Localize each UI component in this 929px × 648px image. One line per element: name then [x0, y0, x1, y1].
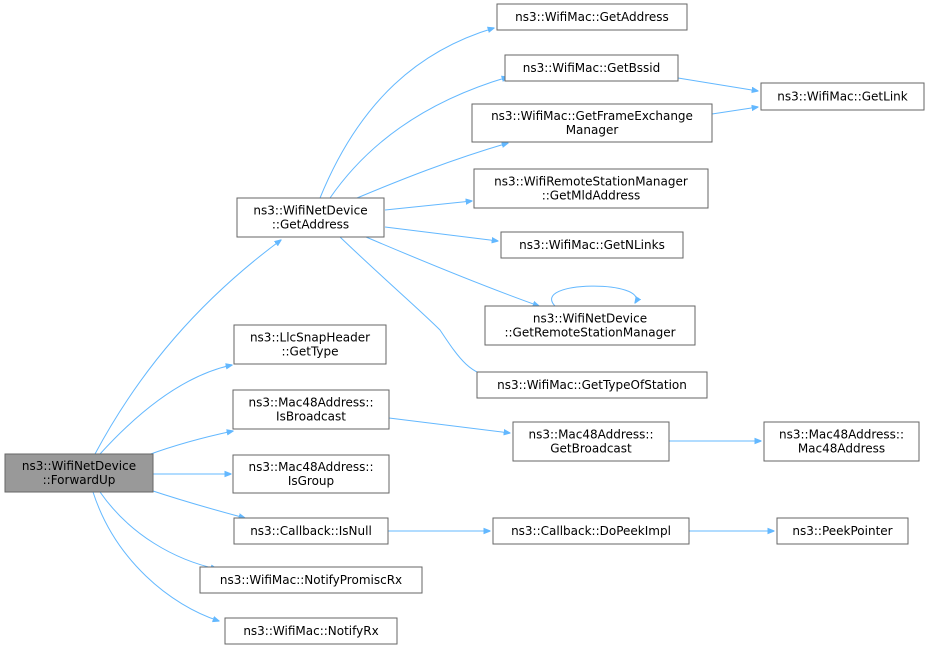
node-label: GetBroadcast — [550, 442, 632, 456]
node-label: ns3::Mac48Address:: — [248, 396, 373, 410]
node-box — [232, 389, 390, 430]
node-box — [760, 82, 925, 111]
node-callback-isnull[interactable]: ns3::Callback::IsNull — [233, 517, 389, 545]
node-label: ns3::WifiRemoteStationManager — [494, 175, 688, 189]
node-box — [476, 371, 708, 399]
node-mac-notifyrx[interactable]: ns3::WifiMac::NotifyRx — [224, 617, 398, 645]
node-label: ::GetAddress — [272, 218, 349, 232]
node-peekpointer[interactable]: ns3::PeekPointer — [776, 517, 909, 545]
node-label: ns3::WifiMac::NotifyRx — [243, 624, 378, 638]
node-mac-notifypromiscrx[interactable]: ns3::WifiMac::NotifyPromiscRx — [199, 566, 423, 594]
node-mac48-isgroup[interactable]: ns3::Mac48Address::IsGroup — [232, 454, 390, 494]
node-box — [500, 231, 684, 259]
node-mac48-ctor[interactable]: ns3::Mac48Address::Mac48Address — [763, 421, 920, 462]
edge-wnd-getaddress-to-mac-getframeexchange — [356, 143, 508, 199]
node-label: ::GetMldAddress — [542, 189, 641, 203]
node-wnd-getrsm[interactable]: ns3::WifiNetDevice::GetRemoteStationMana… — [484, 305, 696, 346]
node-wnd-getaddress[interactable]: ns3::WifiNetDevice::GetAddress — [236, 197, 385, 238]
node-label: ::GetRemoteStationManager — [504, 326, 675, 340]
node-label: ns3::Callback::IsNull — [250, 524, 372, 538]
node-llc-gettype[interactable]: ns3::LlcSnapHeader::GetType — [233, 324, 387, 365]
node-mac-gettypeofstation[interactable]: ns3::WifiMac::GetTypeOfStation — [476, 371, 708, 399]
edge-wnd-getrsm-to-wnd-getrsm — [551, 285, 637, 307]
edge-mac-getframeexchange-to-mac-getlink — [711, 107, 758, 115]
node-box — [512, 421, 670, 462]
edge-wnd-getaddress-to-mac-getnlinks — [384, 226, 498, 241]
node-label: ns3::WifiMac::GetTypeOfStation — [497, 378, 687, 392]
node-box — [484, 305, 696, 346]
node-mac-getnlinks[interactable]: ns3::WifiMac::GetNLinks — [500, 231, 684, 259]
node-box — [763, 421, 920, 462]
node-box — [496, 3, 688, 31]
node-label: ns3::PeekPointer — [792, 524, 892, 538]
node-label: ns3::LlcSnapHeader — [250, 331, 370, 345]
edge-mac-getbssid-to-mac-getlink — [677, 77, 758, 91]
node-callback-dopeekimpl[interactable]: ns3::Callback::DoPeekImpl — [492, 517, 690, 545]
edge-wnd-getaddress-to-mac-getaddress — [319, 28, 494, 199]
edge-wnd-getaddress-to-mac-gettypeofstation — [339, 236, 498, 378]
node-box — [233, 324, 387, 365]
node-label: ns3::WifiMac::GetFrameExchange — [491, 109, 693, 123]
node-label: ns3::WifiMac::GetNLinks — [519, 238, 665, 252]
node-label: ns3::Mac48Address:: — [248, 460, 373, 474]
node-mac48-isbroadcast[interactable]: ns3::Mac48Address::IsBroadcast — [232, 389, 390, 430]
edge-forwardup-to-mac-notifypromiscrx — [99, 491, 217, 569]
node-box — [233, 517, 389, 545]
node-box — [504, 54, 679, 82]
node-box — [232, 454, 390, 494]
node-label: ::ForwardUp — [43, 473, 116, 487]
node-mac-getaddress[interactable]: ns3::WifiMac::GetAddress — [496, 3, 688, 31]
node-rsm-getmldaddress[interactable]: ns3::WifiRemoteStationManager::GetMldAdd… — [473, 168, 709, 209]
node-label: ns3::WifiMac::GetAddress — [515, 10, 669, 24]
node-label: ns3::WifiNetDevice — [253, 204, 367, 218]
node-box — [224, 617, 398, 645]
edge-forwardup-to-mac-notifyrx — [92, 491, 219, 621]
node-label: ::GetType — [281, 345, 338, 359]
node-label: Mac48Address — [798, 442, 885, 456]
edge-forwardup-to-wnd-getaddress — [94, 240, 281, 455]
node-label: ns3::Mac48Address:: — [528, 428, 653, 442]
edge-forwardup-to-llc-gettype — [99, 365, 232, 455]
node-label: ns3::WifiMac::GetLink — [777, 90, 907, 104]
edge-wnd-getaddress-to-mac-getbssid — [329, 77, 508, 199]
node-box — [473, 168, 709, 209]
node-label: IsGroup — [288, 474, 334, 488]
edge-wnd-getaddress-to-wnd-getrsm — [365, 236, 539, 306]
node-label: IsBroadcast — [276, 410, 346, 424]
node-label: ns3::Callback::DoPeekImpl — [511, 524, 671, 538]
edge-mac48-isbroadcast-to-mac48-getbroadcast — [388, 417, 510, 433]
node-mac-getbssid[interactable]: ns3::WifiMac::GetBssid — [504, 54, 679, 82]
node-box — [4, 453, 154, 493]
node-box — [199, 566, 423, 594]
node-label: ns3::WifiMac::GetBssid — [523, 61, 661, 75]
node-box — [492, 517, 690, 545]
edge-forwardup-to-callback-isnull — [149, 489, 245, 518]
node-box — [776, 517, 909, 545]
node-label: Manager — [566, 123, 619, 137]
node-label: ns3::WifiMac::NotifyPromiscRx — [220, 573, 402, 587]
node-box — [236, 197, 385, 238]
edge-wnd-getaddress-to-rsm-getmldaddress — [384, 201, 472, 211]
node-label: ns3::WifiNetDevice — [533, 312, 647, 326]
edge-forwardup-to-mac48-isbroadcast — [147, 431, 233, 456]
node-label: ns3::WifiNetDevice — [22, 459, 136, 473]
node-box — [471, 103, 713, 143]
node-mac48-getbroadcast[interactable]: ns3::Mac48Address::GetBroadcast — [512, 421, 670, 462]
node-label: ns3::Mac48Address:: — [779, 428, 904, 442]
node-mac-getlink[interactable]: ns3::WifiMac::GetLink — [760, 82, 925, 111]
node-forwardup[interactable]: ns3::WifiNetDevice::ForwardUp — [4, 453, 154, 493]
